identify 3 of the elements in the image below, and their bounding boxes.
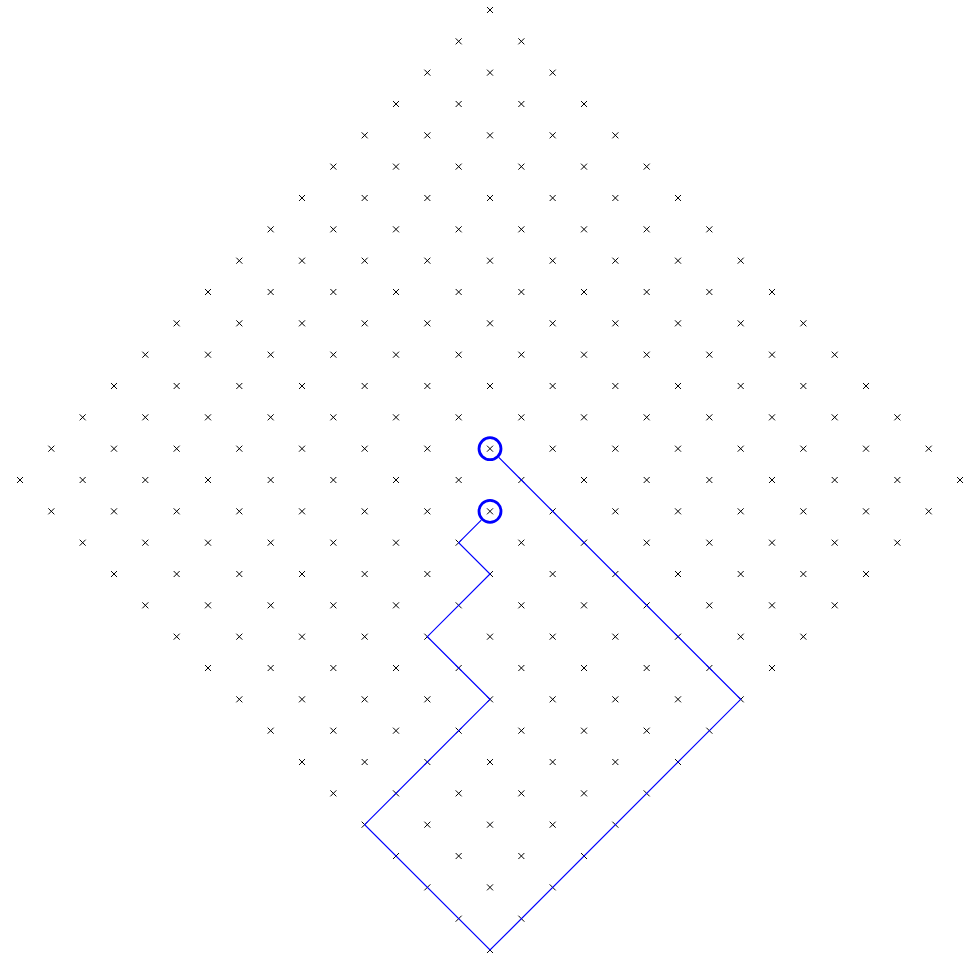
endpoint-circle bbox=[477, 498, 503, 524]
lattice-path bbox=[363, 456, 742, 951]
endpoint-circle bbox=[477, 436, 503, 462]
